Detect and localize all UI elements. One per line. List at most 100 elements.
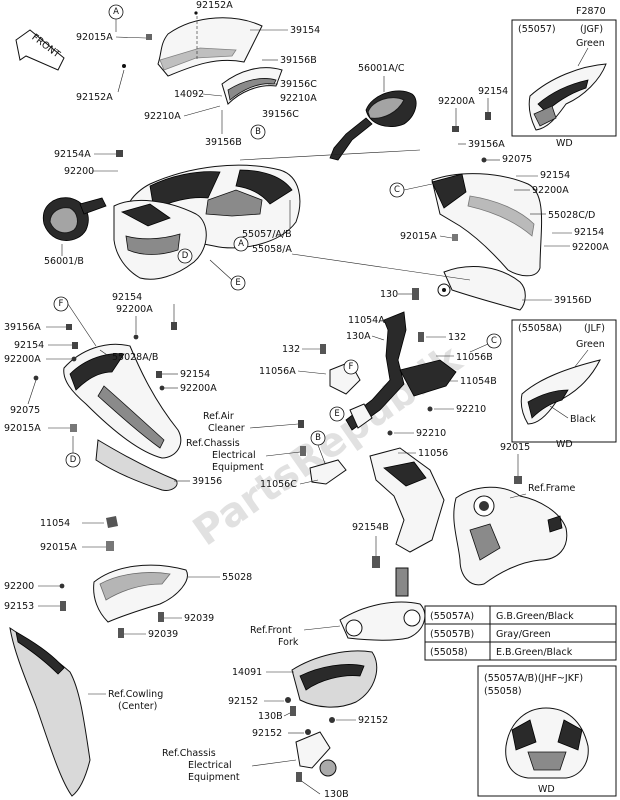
inset-jhf-line1: (55057A/B)(JHF~JKF) <box>484 673 583 684</box>
color-row-0-part: (55057A) <box>430 611 474 622</box>
label-39156B-top: 39156B <box>280 55 317 66</box>
label-92210-1: 92210 <box>456 404 486 415</box>
color-table: (55057A) G.B.Green/Black (55057B) Gray/G… <box>424 605 617 661</box>
center-cowling-part <box>9 626 91 797</box>
callout-C-1: C <box>389 182 405 198</box>
inset-jgf-code: (JGF) <box>580 24 603 35</box>
diagram-code: F2870 <box>576 6 606 17</box>
label-92015A-top: 92015A <box>76 32 113 43</box>
label-92039-2: 92039 <box>148 629 178 640</box>
label-92154-l2: 92154 <box>14 340 44 351</box>
label-92152A-left: 92152A <box>76 92 113 103</box>
lower-bracket-part <box>295 731 337 777</box>
ref-air-cleaner-2: Cleaner <box>208 423 245 434</box>
ref-chassis-elec-1c: Equipment <box>212 462 264 473</box>
inset-jhf-line2: (55058) <box>484 686 522 697</box>
label-92015A-l: 92015A <box>4 423 41 434</box>
label-55028AB: 55028A/B <box>112 352 158 363</box>
label-92154-r2: 92154 <box>540 170 570 181</box>
stem-cover-14091-part <box>291 650 378 708</box>
color-row-1-color: Gray/Green <box>496 629 551 640</box>
ref-chassis-elec-2c: Equipment <box>188 772 240 783</box>
callout-F-2: F <box>343 359 359 375</box>
lower-cover-55028-part <box>93 564 188 623</box>
mirror-left-part <box>42 197 107 241</box>
mirror-right-part <box>329 90 417 161</box>
label-92039-1: 92039 <box>184 613 214 624</box>
label-92153: 92153 <box>4 601 34 612</box>
svg-text:C: C <box>491 336 497 346</box>
lower-stay-part <box>369 447 445 553</box>
ref-front-fork-1: Ref.Front <box>250 625 292 636</box>
label-55057AB: 55057/A/B <box>242 229 292 240</box>
inset-jlf: (55058A) (JLF) Green Black WD <box>511 319 617 450</box>
label-55058A: 55058/A <box>252 244 292 255</box>
ref-chassis-elec-1b: Electrical <box>212 450 256 461</box>
label-130B-2: 130B <box>324 789 349 800</box>
svg-text:A: A <box>238 239 244 249</box>
label-55028: 55028 <box>222 572 252 583</box>
label-39156B: 39156B <box>205 137 242 148</box>
label-92154B: 92154B <box>352 522 389 533</box>
windshield-part <box>157 16 263 77</box>
label-92200A-l: 92200A <box>116 304 153 315</box>
label-92152-2: 92152 <box>358 715 388 726</box>
bracket-11056C-part <box>309 459 347 485</box>
callout-D-1: D <box>177 248 193 264</box>
svg-text:D: D <box>70 455 77 465</box>
label-92075-l: 92075 <box>10 405 40 416</box>
label-92152-3: 92152 <box>252 728 282 739</box>
label-92015A-b: 92015A <box>40 542 77 553</box>
svg-text:F: F <box>59 299 64 309</box>
label-92154-r1: 92154 <box>478 86 508 97</box>
label-92200A-l2: 92200A <box>4 354 41 365</box>
inset-jhf-mark: WD <box>538 784 555 795</box>
label-92075-r: 92075 <box>502 154 532 165</box>
label-92154-l3: 92154 <box>180 369 210 380</box>
color-row-0-color: G.B.Green/Black <box>496 611 574 622</box>
label-132-l: 132 <box>282 344 300 355</box>
label-56001AC: 56001A/C <box>358 63 405 74</box>
side-panel-left-upper-part <box>113 199 207 280</box>
meter-cover-part <box>221 67 283 105</box>
duct-panel-part <box>95 439 178 491</box>
svg-text:D: D <box>182 251 189 261</box>
svg-text:E: E <box>334 409 339 419</box>
callout-B-1: B <box>250 124 266 140</box>
label-39156A-l: 39156A <box>4 322 41 333</box>
label-92200A-r2: 92200A <box>532 185 569 196</box>
ref-front-fork-2: Fork <box>278 637 299 648</box>
label-11056A: 11056A <box>259 366 296 377</box>
label-11056B: 11056B <box>456 352 493 363</box>
svg-text:C: C <box>394 185 400 195</box>
color-row-1-part: (55057B) <box>430 629 474 640</box>
callout-F-1: F <box>53 296 69 312</box>
label-39156C-1: 39156C <box>280 79 317 90</box>
label-92154-r3: 92154 <box>574 227 604 238</box>
label-11056C: 11056C <box>260 479 297 490</box>
inset-jlf-part: (55058A) <box>518 323 562 334</box>
svg-text:B: B <box>315 433 321 443</box>
callout-C-2: C <box>486 333 502 349</box>
steering-stem-part <box>339 567 426 641</box>
label-55028CD: 55028C/D <box>548 210 595 221</box>
callout-D-2: D <box>65 452 81 468</box>
callout-E-2: E <box>329 406 345 422</box>
label-39154: 39154 <box>290 25 320 36</box>
label-92200-l: 92200 <box>64 166 94 177</box>
ref-chassis-elec-1a: Ref.Chassis <box>186 438 240 449</box>
inset-jgf-part: (55057) <box>518 24 556 35</box>
label-92154A: 92154A <box>54 149 91 160</box>
label-92210-2: 92210 <box>416 428 446 439</box>
inset-jlf-code: (JLF) <box>584 323 605 334</box>
label-56001B: 56001/B <box>44 256 84 267</box>
callout-B-2: B <box>310 430 326 446</box>
ref-cowling-center-1: Ref.Cowling <box>108 689 163 700</box>
label-92200A-r3: 92200A <box>572 242 609 253</box>
label-14092: 14092 <box>174 89 204 100</box>
svg-text:F: F <box>349 362 354 372</box>
color-row-2-part: (55058) <box>430 647 468 658</box>
inset-jgf-mark: WD <box>556 138 573 149</box>
